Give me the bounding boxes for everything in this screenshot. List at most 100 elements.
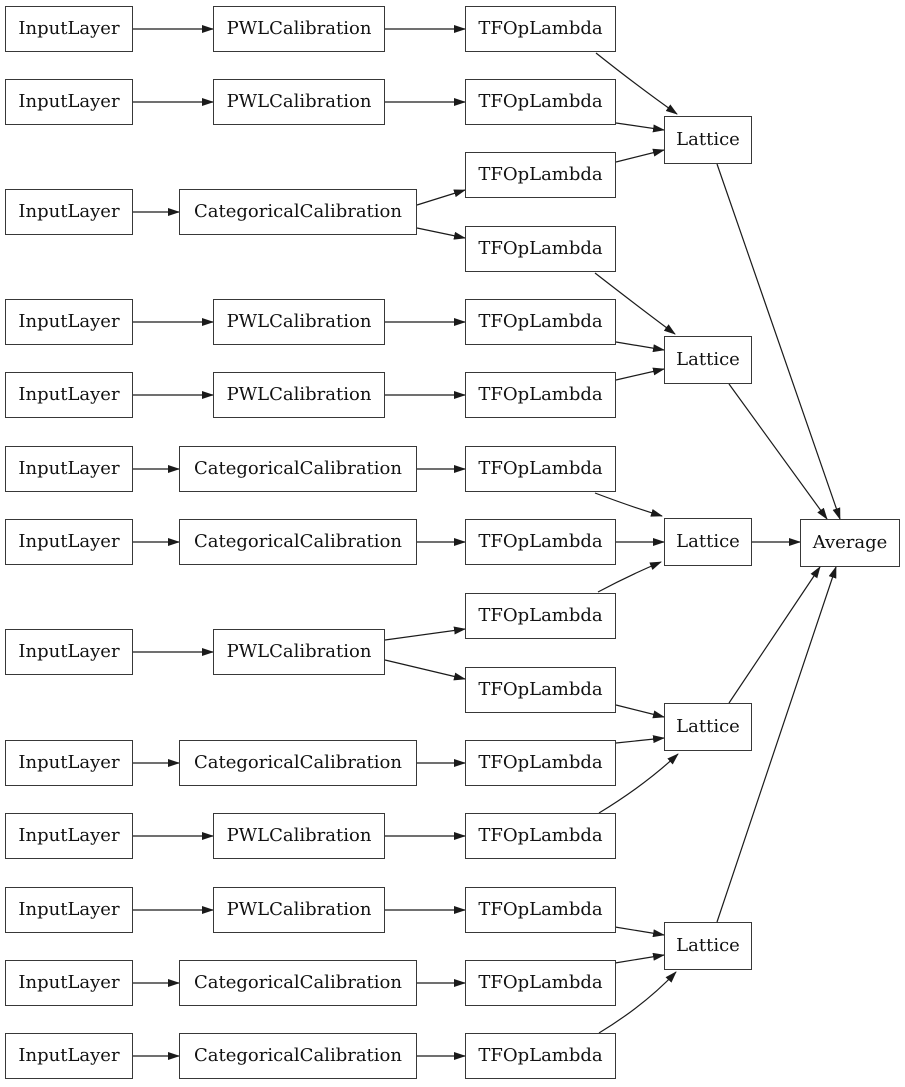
- node-label: InputLayer: [18, 752, 120, 773]
- node-cal7-categoricalcalibration: CategoricalCalibration: [179, 519, 417, 565]
- node-tf14-tfoplambda: TFOpLambda: [465, 960, 616, 1006]
- node-label: InputLayer: [18, 641, 120, 662]
- edge-tf7-to-lat3: [594, 492, 663, 517]
- node-label: TFOpLambda: [478, 311, 603, 332]
- node-label: PWLCalibration: [226, 899, 372, 920]
- edge-tf13-to-lat5: [614, 926, 665, 938]
- node-label: PWLCalibration: [226, 384, 372, 405]
- node-in5-inputlayer: InputLayer: [5, 372, 133, 418]
- node-label: PWLCalibration: [226, 311, 372, 332]
- edge-cal3-to-tf4: [416, 227, 466, 240]
- node-in4-inputlayer: InputLayer: [5, 299, 133, 345]
- node-label: InputLayer: [18, 1045, 120, 1066]
- node-label: TFOpLambda: [478, 605, 603, 626]
- node-cal10-pwlcalibration: PWLCalibration: [213, 813, 385, 859]
- node-tf13-tfoplambda: TFOpLambda: [465, 887, 616, 933]
- node-label: TFOpLambda: [478, 18, 603, 39]
- node-tf1-tfoplambda: TFOpLambda: [465, 6, 616, 52]
- node-in12-inputlayer: InputLayer: [5, 960, 133, 1006]
- node-tf8-tfoplambda: TFOpLambda: [465, 519, 616, 565]
- node-label: TFOpLambda: [478, 899, 603, 920]
- node-lat1-lattice: Lattice: [664, 116, 752, 164]
- node-label: InputLayer: [18, 825, 120, 846]
- node-cal11-pwlcalibration: PWLCalibration: [213, 887, 385, 933]
- edge-lat2-to-avg: [728, 383, 828, 520]
- edge-lat4-to-avg: [728, 566, 821, 704]
- node-label: TFOpLambda: [478, 91, 603, 112]
- node-label: InputLayer: [18, 899, 120, 920]
- node-in11-inputlayer: InputLayer: [5, 887, 133, 933]
- node-label: TFOpLambda: [478, 384, 603, 405]
- node-in3-inputlayer: InputLayer: [5, 189, 133, 235]
- edge-tf14-to-lat5: [614, 952, 665, 964]
- edge-cal3-to-tf3: [416, 189, 466, 206]
- node-label: InputLayer: [18, 91, 120, 112]
- node-label: CategoricalCalibration: [194, 752, 402, 773]
- node-in7-inputlayer: InputLayer: [5, 519, 133, 565]
- edge-tf11-to-lat4: [615, 735, 665, 744]
- node-label: Lattice: [676, 716, 740, 737]
- node-label: TFOpLambda: [478, 238, 603, 259]
- node-cal6-categoricalcalibration: CategoricalCalibration: [179, 446, 417, 492]
- edge-tf10-to-lat4: [615, 704, 665, 719]
- node-cal1-pwlcalibration: PWLCalibration: [213, 6, 385, 52]
- node-label: InputLayer: [18, 201, 120, 222]
- edge-tf5-to-lat2: [615, 341, 665, 353]
- node-in13-inputlayer: InputLayer: [5, 1033, 133, 1079]
- node-tf10-tfoplambda: TFOpLambda: [465, 667, 616, 713]
- node-label: TFOpLambda: [478, 679, 603, 700]
- edge-lat5-to-avg: [716, 566, 837, 923]
- node-cal12-categoricalcalibration: CategoricalCalibration: [179, 960, 417, 1006]
- edge-tf15-to-lat5: [598, 971, 677, 1034]
- node-label: InputLayer: [18, 311, 120, 332]
- node-tf15-tfoplambda: TFOpLambda: [465, 1033, 616, 1079]
- node-avg-average: Average: [800, 519, 900, 567]
- edge-tf2-to-lat1: [615, 122, 665, 133]
- node-in1-inputlayer: InputLayer: [5, 6, 133, 52]
- node-label: Lattice: [676, 129, 740, 150]
- edge-tf3-to-lat1: [615, 148, 665, 163]
- node-tf3-tfoplambda: TFOpLambda: [465, 152, 616, 198]
- node-label: TFOpLambda: [478, 531, 603, 552]
- node-cal5-pwlcalibration: PWLCalibration: [213, 372, 385, 418]
- node-label: Average: [812, 532, 888, 553]
- node-tf4-tfoplambda: TFOpLambda: [465, 226, 616, 272]
- node-label: PWLCalibration: [226, 18, 372, 39]
- edge-tf12-to-lat4: [598, 753, 679, 814]
- node-in8-inputlayer: InputLayer: [5, 629, 133, 675]
- node-tf9-tfoplambda: TFOpLambda: [465, 593, 616, 639]
- node-in2-inputlayer: InputLayer: [5, 79, 133, 125]
- node-label: PWLCalibration: [226, 91, 372, 112]
- node-label: PWLCalibration: [226, 641, 372, 662]
- node-label: TFOpLambda: [478, 825, 603, 846]
- node-label: InputLayer: [18, 972, 120, 993]
- node-cal2-pwlcalibration: PWLCalibration: [213, 79, 385, 125]
- node-label: Lattice: [676, 349, 740, 370]
- node-in6-inputlayer: InputLayer: [5, 446, 133, 492]
- edge-tf1-to-lat1: [595, 52, 678, 115]
- node-label: Lattice: [676, 935, 740, 956]
- node-label: TFOpLambda: [478, 1045, 603, 1066]
- node-tf7-tfoplambda: TFOpLambda: [465, 446, 616, 492]
- node-lat4-lattice: Lattice: [664, 703, 752, 751]
- node-label: CategoricalCalibration: [194, 972, 402, 993]
- node-cal3-categoricalcalibration: CategoricalCalibration: [179, 189, 417, 235]
- node-tf11-tfoplambda: TFOpLambda: [465, 740, 616, 786]
- node-lat5-lattice: Lattice: [664, 922, 752, 970]
- node-label: InputLayer: [18, 458, 120, 479]
- node-label: InputLayer: [18, 531, 120, 552]
- node-tf6-tfoplambda: TFOpLambda: [465, 372, 616, 418]
- node-in10-inputlayer: InputLayer: [5, 813, 133, 859]
- node-in9-inputlayer: InputLayer: [5, 740, 133, 786]
- node-label: InputLayer: [18, 18, 120, 39]
- node-label: InputLayer: [18, 384, 120, 405]
- node-cal9-categoricalcalibration: CategoricalCalibration: [179, 740, 417, 786]
- edge-tf9-to-lat3: [597, 561, 662, 593]
- edge-cal8-to-tf9: [384, 626, 466, 641]
- node-label: CategoricalCalibration: [194, 458, 402, 479]
- node-tf5-tfoplambda: TFOpLambda: [465, 299, 616, 345]
- node-label: PWLCalibration: [226, 825, 372, 846]
- node-label: TFOpLambda: [478, 752, 603, 773]
